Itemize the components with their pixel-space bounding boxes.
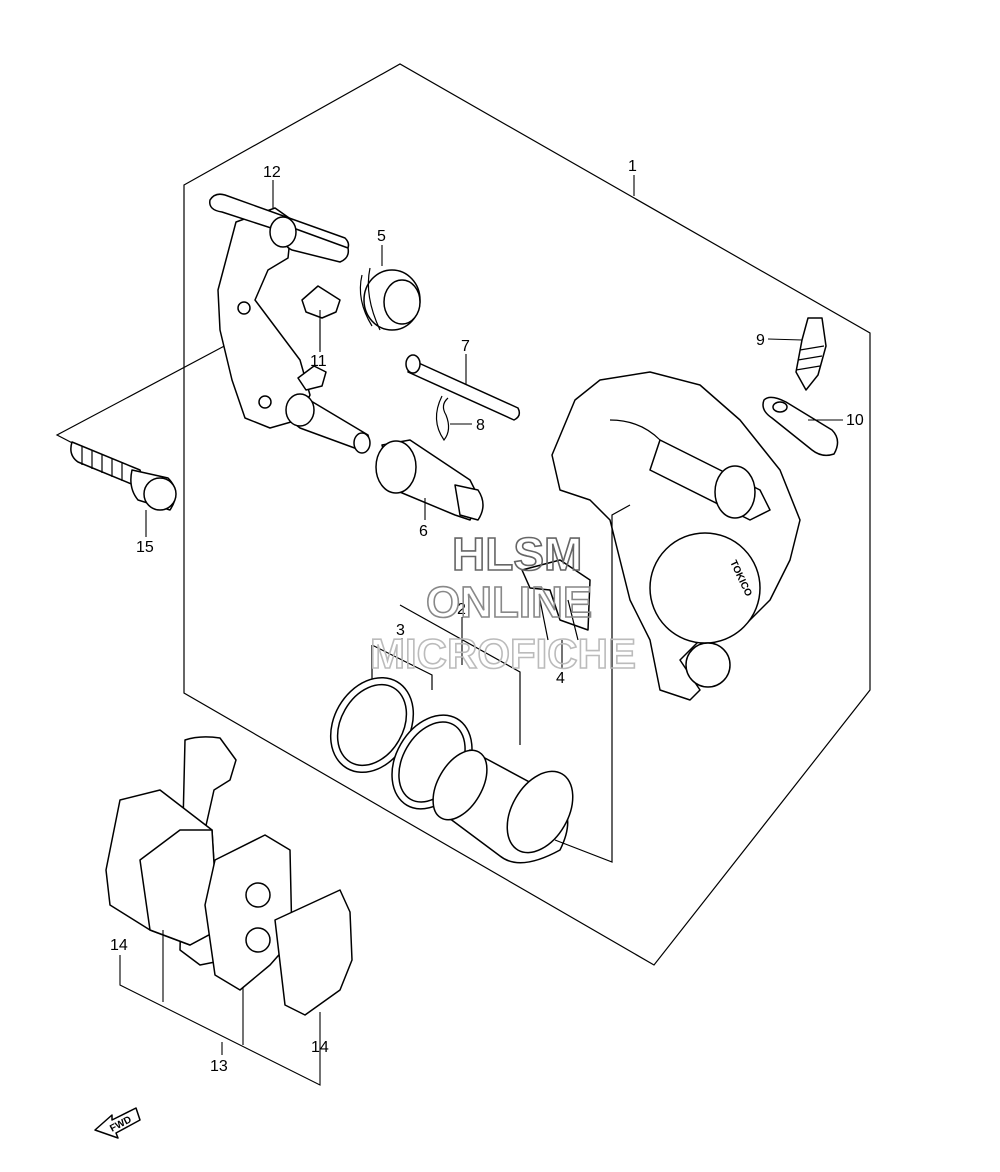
rubber-boot-upper [359,267,421,331]
assembly-outline [183,63,871,966]
callout-labels: 1 12 5 9 7 11 10 8 6 15 2 3 4 14 13 14 [110,158,864,1075]
forward-direction-arrow: FWD [94,1107,141,1139]
watermark-line-2: ONLINE [426,578,592,627]
seal-bracket-line-2 [399,604,521,745]
caliper-piston [432,749,574,864]
callout-7: 7 [461,338,470,355]
callout-leaders [145,175,843,1055]
slide-pin-lower [375,439,484,521]
callout-3: 3 [396,622,405,639]
callout-14-left: 14 [110,937,128,954]
mounting-bolt [70,441,177,511]
pad-spring [521,559,591,641]
piston-seal [329,676,415,774]
callout-10: 10 [846,412,864,429]
callout-13: 13 [210,1058,228,1075]
pad-leader-lines [119,930,321,1086]
pin-retaining-clip [435,395,450,442]
callout-12: 12 [263,164,281,181]
brake-pad-set [105,736,353,1016]
callout-15: 15 [136,539,154,556]
piston-frame-line [554,504,631,863]
callout-6: 6 [419,523,428,540]
callout-11: 11 [310,353,327,370]
callout-8: 8 [476,417,485,434]
callout-1: 1 [628,158,637,175]
callout-5: 5 [377,228,386,245]
pad-mounting-pin [405,354,521,421]
watermark: HLSM ONLINE MICROFICHE [369,527,637,678]
callout-9: 9 [756,332,765,349]
callout-4: 4 [556,670,565,687]
watermark-line-1: HLSM [452,528,582,580]
callout-2: 2 [457,601,466,618]
caliper-bracket [209,193,371,454]
bleeder-screw [795,317,827,391]
watermark-line-3: MICROFICHE [370,630,636,677]
pad-spring-clip [297,285,341,391]
bleeder-cap [762,396,839,457]
callout-14-right: 14 [311,1039,329,1056]
caliper-body: TOKICO [551,371,801,701]
